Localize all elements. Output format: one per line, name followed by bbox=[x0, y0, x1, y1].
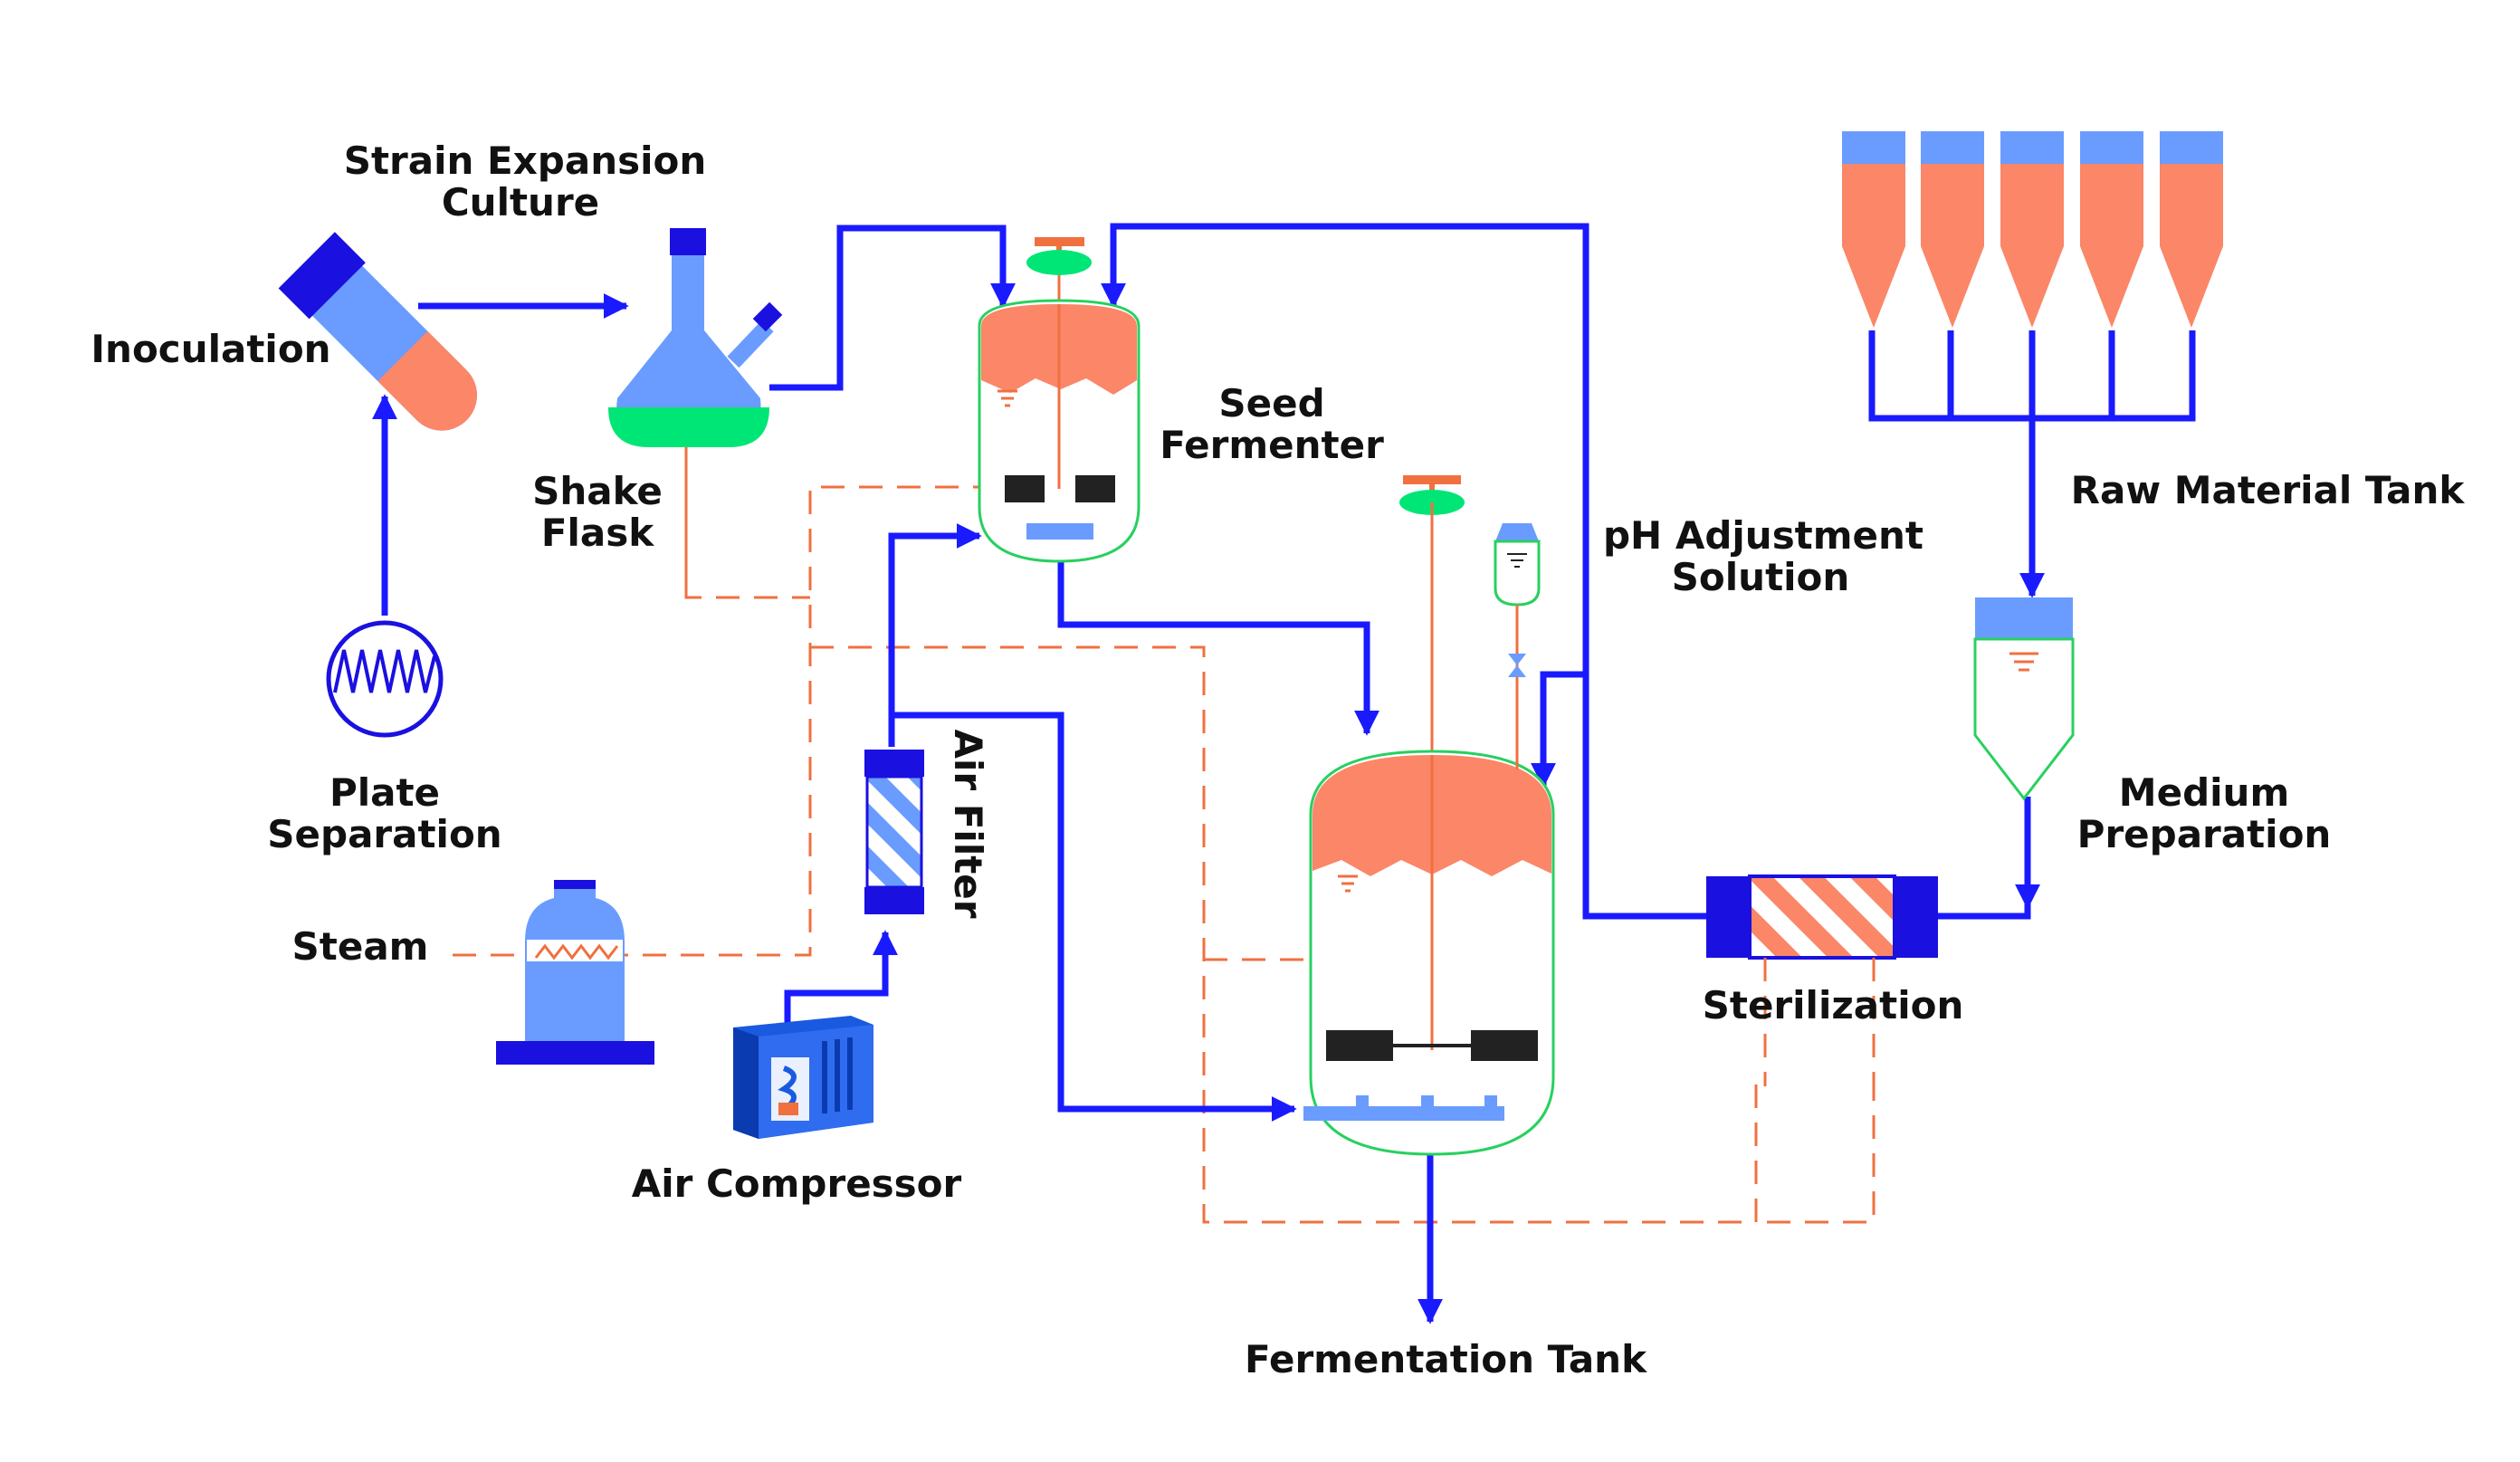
labels: Strain Expansion Culture Inoculation Sha… bbox=[91, 139, 2465, 1381]
label-ph-adjustment-1: pH Adjustment bbox=[1603, 513, 1923, 558]
label-sterilization: Sterilization bbox=[1703, 983, 1964, 1027]
medium-tank-icon bbox=[1973, 597, 2075, 801]
label-seed-fermenter-2: Fermenter bbox=[1160, 423, 1384, 467]
label-plate-separation-1: Plate bbox=[329, 770, 440, 815]
label-strain-expansion-2: Culture bbox=[442, 180, 599, 225]
label-steam: Steam bbox=[292, 924, 429, 969]
seed-fermenter-vessel bbox=[978, 237, 1141, 563]
label-shake-flask-1: Shake bbox=[532, 469, 663, 513]
process-pipes bbox=[372, 223, 2196, 1324]
air-filter-icon bbox=[864, 750, 924, 914]
petri-dish-icon bbox=[326, 620, 444, 738]
label-seed-fermenter-1: Seed bbox=[1218, 381, 1324, 425]
label-shake-flask-2: Flask bbox=[541, 511, 654, 555]
label-air-compressor: Air Compressor bbox=[632, 1161, 962, 1206]
compressor-icon bbox=[733, 1016, 873, 1139]
label-plate-separation-2: Separation bbox=[267, 812, 501, 856]
test-tube-icon bbox=[278, 232, 477, 431]
label-raw-material-tank: Raw Material Tank bbox=[2071, 468, 2466, 512]
label-medium-preparation-1: Medium bbox=[2119, 770, 2289, 815]
ph-bottle-icon bbox=[1494, 523, 1541, 769]
label-medium-preparation-2: Preparation bbox=[2077, 812, 2332, 856]
label-inoculation: Inoculation bbox=[91, 327, 330, 371]
boiler-icon bbox=[496, 880, 654, 1065]
flask-icon bbox=[608, 228, 783, 597]
valve-icon bbox=[1508, 654, 1526, 677]
label-air-filter: Air Filter bbox=[946, 730, 990, 919]
label-ph-adjustment-2: Solution bbox=[1672, 555, 1850, 599]
sterilizer-icon bbox=[1706, 874, 1938, 1086]
fermentation-tank-vessel bbox=[1303, 475, 1555, 1156]
label-strain-expansion-1: Strain Expansion bbox=[344, 139, 707, 183]
raw-material-silo-icon bbox=[1842, 131, 2223, 328]
label-fermentation-tank: Fermentation Tank bbox=[1245, 1337, 1647, 1381]
